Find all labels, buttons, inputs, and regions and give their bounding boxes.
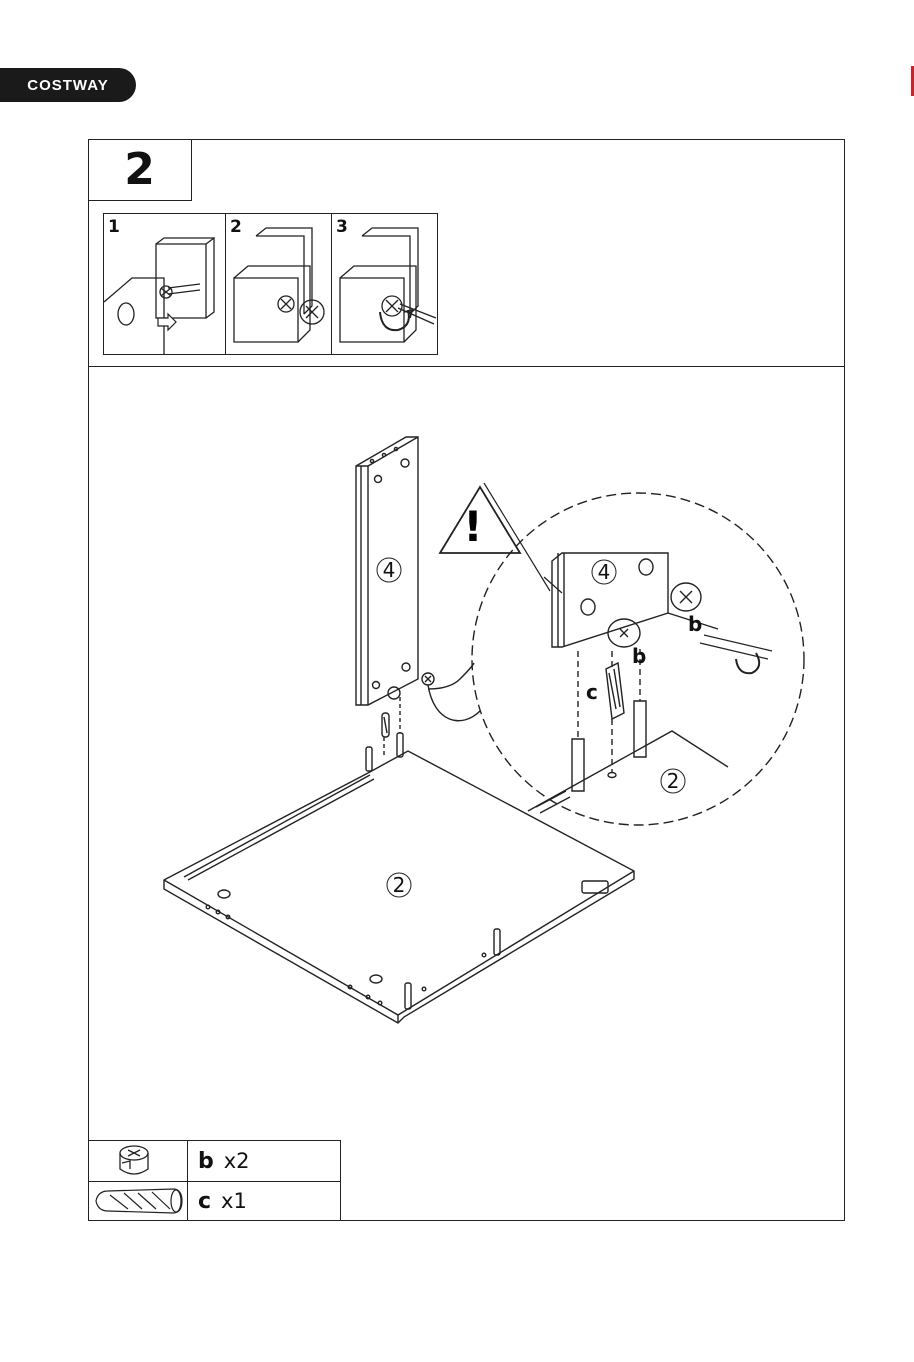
cam-lock-icon <box>88 1141 188 1181</box>
parts-list: b x2 c x1 <box>88 1140 341 1221</box>
panel-2-label: 2 <box>393 873 406 897</box>
substep-2-illustration <box>226 214 332 354</box>
assembly-drawing: ! 4 2 4 2 b b c <box>88 367 845 1139</box>
part-c-qty: x1 <box>221 1189 247 1213</box>
wood-dowel-icon <box>88 1181 188 1221</box>
substep-3-illustration <box>332 214 437 354</box>
detail-panel-2-label: 2 <box>667 769 680 793</box>
part-row-c: c x1 <box>88 1181 341 1221</box>
cam-b-label-1: b <box>632 644 646 668</box>
brand-logo: COSTWAY <box>0 68 136 102</box>
substep-panels: 1 2 <box>103 213 438 355</box>
substep-2: 2 <box>226 214 332 354</box>
cam-b-label-2: b <box>688 612 702 636</box>
substep-1-illustration <box>104 214 226 354</box>
warning-symbol: ! <box>463 502 482 551</box>
part-b-letter: b <box>198 1149 214 1174</box>
detail-panel-4-label: 4 <box>598 560 611 584</box>
part-c-letter: c <box>198 1189 211 1214</box>
substep-1: 1 <box>104 214 226 354</box>
part-b-qty: x2 <box>224 1149 250 1173</box>
part-row-b: b x2 <box>88 1141 341 1182</box>
step-number-text: 2 <box>124 144 155 195</box>
panel-4-label: 4 <box>383 558 396 582</box>
brand-name: COSTWAY <box>27 77 108 94</box>
substep-3: 3 <box>332 214 437 354</box>
step-number: 2 <box>88 139 192 201</box>
dowel-c-label: c <box>586 680 598 704</box>
